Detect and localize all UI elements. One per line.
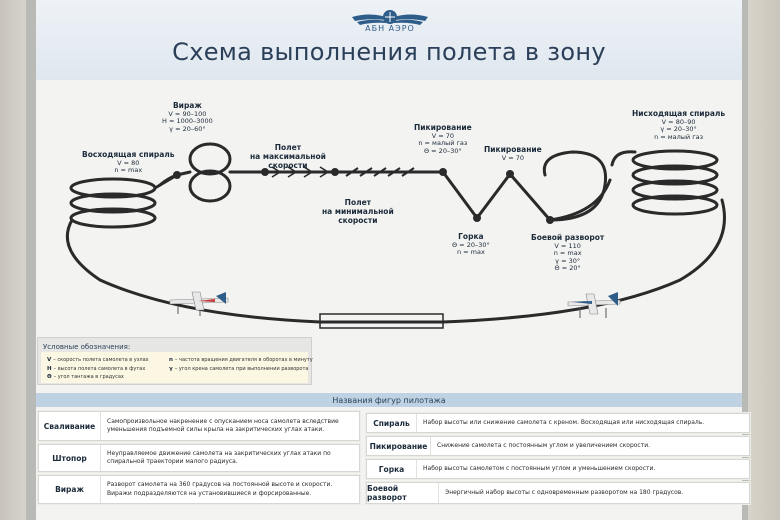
figure-name: Пикирование — [367, 437, 431, 455]
figure-desc: Снижение самолета с постоянным углом и у… — [437, 441, 651, 449]
climb-spiral-loop-2 — [69, 192, 157, 214]
runway — [319, 313, 444, 329]
aircraft-left-icon — [169, 291, 229, 316]
figure-desc: Набор высоты самолетом с постоянным угло… — [423, 464, 656, 472]
label-max-speed: Полет на максимальной скорости — [250, 143, 326, 170]
figure-name: Спираль — [367, 414, 417, 432]
legend-item: Θ– угол тангажа в градусах — [47, 374, 124, 380]
figure-card-turn: Вираж Разворот самолета на 360 градусов … — [38, 475, 360, 504]
legend-item: H– высота полета самолета в футах — [47, 365, 146, 372]
legend-title: Условные обозначения: — [43, 343, 131, 351]
figure-name: Вираж — [39, 476, 101, 503]
label-descend-spiral: Нисходящая спираль V = 80–90 γ = 20–30° … — [632, 109, 726, 141]
wall-right — [744, 0, 780, 520]
figure-card-dive: Пикирование Снижение самолета с постоянн… — [366, 436, 750, 456]
wings-logo-icon — [352, 10, 428, 25]
descend-spiral-loop-2 — [631, 164, 719, 186]
descend-spiral-loop-4 — [631, 194, 719, 216]
poster-title: Схема выполнения полета в зону — [172, 38, 606, 66]
wall-left — [0, 0, 26, 520]
logo-text: АБН АЭРО — [365, 24, 415, 33]
figure-name: Штопор — [39, 445, 101, 471]
figure-name: Горка — [367, 460, 417, 478]
figure-desc: Энергичный набор высоты с одновременным … — [445, 488, 684, 496]
route-segment-5 — [610, 150, 637, 167]
figure-desc: Самопроизвольное накренение с опусканием… — [107, 417, 339, 433]
legend-item: γ– угол крена самолета при выполнении ра… — [169, 365, 309, 372]
figure-card-spin: Штопор Неуправляемое движение самолета н… — [38, 444, 360, 472]
min-speed-hatches — [345, 167, 415, 177]
label-dive-2: Пикирование V = 70 — [484, 145, 542, 162]
aircraft-right-icon — [567, 292, 621, 318]
flight-path-diagram — [65, 142, 726, 329]
label-combat-turn: Боевой разворот V = 110 n = max γ = 30° … — [531, 233, 605, 273]
figure-name: Сваливание — [39, 412, 101, 440]
figures-title: Названия фигур пилотажа — [332, 396, 446, 405]
climb-spiral-loop-3 — [69, 207, 157, 229]
legend-panel: Условные обозначения: V– скорость полета… — [37, 337, 313, 385]
label-min-speed: Полет на минимальной скорости — [322, 198, 394, 225]
route-segment-4 — [548, 178, 612, 222]
turn-loop-right — [188, 169, 232, 203]
figure-desc: Набор высоты или снижение самолета с кре… — [423, 418, 705, 426]
figure-card-stall: Сваливание Самопроизвольное накренение с… — [38, 411, 360, 441]
turn-loop-left — [188, 142, 232, 176]
legend-item: n– частота вращения двигателя в оборотах… — [169, 357, 313, 363]
legend-item: V– скорость полета самолета в узлах — [47, 357, 149, 363]
label-turn: Вираж V = 90–100 H = 1000–3000 γ = 20–60… — [162, 101, 213, 133]
figure-desc: Разворот самолета на 360 градусов на пос… — [107, 481, 333, 497]
descend-spiral-loop-1 — [631, 149, 719, 171]
label-dive-1: Пикирование V = 70 n = малый газ Θ = 20–… — [414, 123, 472, 155]
figure-card-hill: Горка Набор высоты самолетом с постоянны… — [366, 459, 750, 479]
route-nodes — [173, 168, 554, 224]
legend-body: V– скорость полета самолета в узлах H– в… — [41, 352, 313, 383]
label-hill: Горка Θ = 20–30° n = max — [452, 232, 490, 257]
figure-card-spiral: Спираль Набор высоты или снижение самоле… — [366, 413, 750, 433]
figure-card-combat-turn: Боевой разворот Энергичный набор высоты … — [366, 482, 750, 504]
dive-hill-zigzag — [441, 170, 552, 222]
descend-spiral-loop-3 — [631, 179, 719, 201]
main-route-path — [65, 173, 726, 324]
combat-turn-path — [542, 150, 608, 222]
figure-name: Боевой разворот — [367, 483, 439, 503]
label-climb-spiral: Восходящая спираль V = 80 n = max — [82, 150, 175, 175]
max-speed-arrows — [271, 166, 330, 178]
figures-title-bar — [36, 393, 742, 407]
figure-desc: Неуправляемое движение самолета на закри… — [107, 449, 331, 465]
